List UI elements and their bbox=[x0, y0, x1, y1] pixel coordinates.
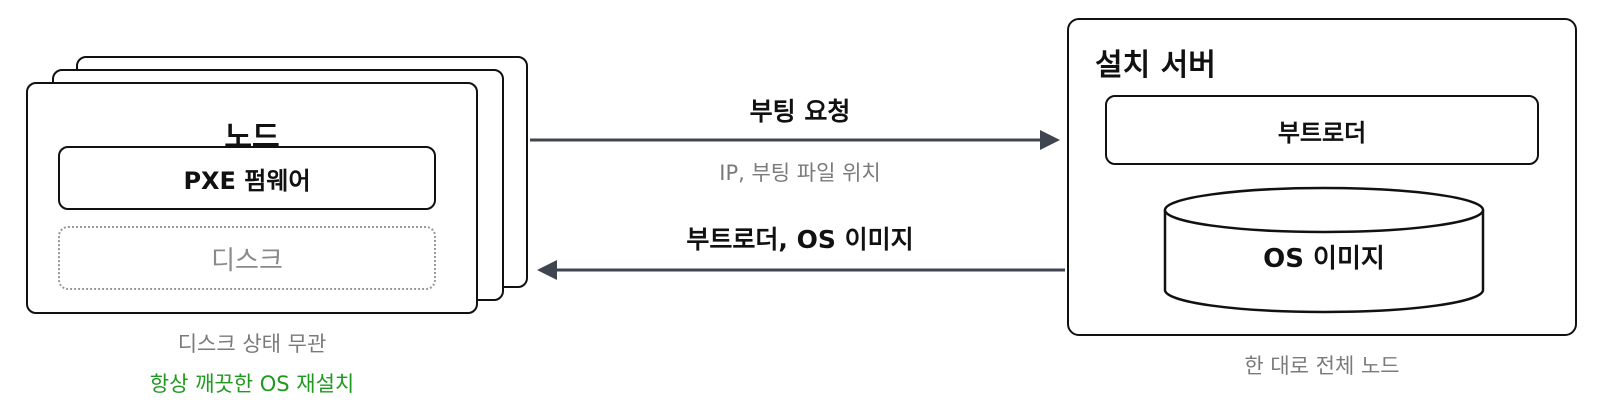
node-caption-disk-state: 디스크 상태 무관 bbox=[177, 332, 327, 356]
pxe-firmware-box: PXE 펌웨어 bbox=[58, 146, 436, 210]
boot-response-label: 부트로더, OS 이미지 bbox=[686, 225, 914, 254]
boot-request-label: 부팅 요청 bbox=[749, 97, 851, 126]
os-image-label: OS 이미지 bbox=[1263, 244, 1385, 274]
bootloader-label: 부트로더 bbox=[1277, 118, 1367, 147]
boot-request-sublabel: IP, 부팅 파일 위치 bbox=[719, 161, 881, 185]
install-server-title: 설치 서버 bbox=[1095, 48, 1216, 83]
node-title: 노드 bbox=[224, 120, 280, 155]
response-arrow bbox=[537, 260, 1065, 280]
disk-box: 디스크 bbox=[58, 226, 436, 290]
server-caption: 한 대로 전체 노드 bbox=[1244, 354, 1400, 378]
cylinder-shape bbox=[1163, 186, 1485, 314]
pxe-firmware-label: PXE 펌웨어 bbox=[183, 166, 311, 195]
install-server: 설치 서버 부트로더 OS 이미지 bbox=[1067, 18, 1577, 336]
request-arrow bbox=[530, 130, 1060, 150]
node-card: 노드 PXE 펌웨어 디스크 bbox=[26, 82, 478, 314]
bootloader-box: 부트로더 bbox=[1105, 95, 1539, 165]
disk-label: 디스크 bbox=[211, 245, 283, 276]
os-image-cylinder: OS 이미지 bbox=[1163, 186, 1485, 314]
node-caption-clean-reinstall: 항상 깨끗한 OS 재설치 bbox=[149, 372, 355, 396]
